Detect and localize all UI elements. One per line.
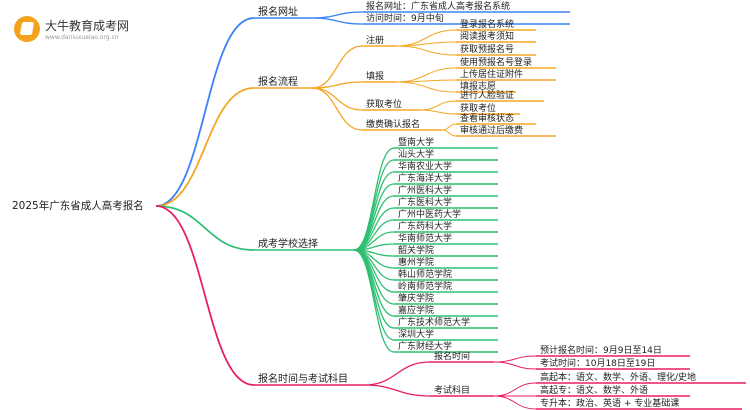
leaf-node: 获取考位 bbox=[460, 102, 496, 114]
sub-connector bbox=[311, 87, 363, 131]
sub-node: 填报 bbox=[366, 70, 384, 82]
branch-node: 报名流程 bbox=[258, 75, 298, 88]
branch-connector bbox=[155, 17, 255, 207]
leaf-node: 登录报名系统 bbox=[460, 18, 514, 30]
sub-node: 惠州学院 bbox=[398, 256, 434, 268]
leaf-node: 考试时间：10月18日至19日 bbox=[540, 357, 655, 369]
sub-connector bbox=[311, 45, 363, 89]
sub-node: 暨南大学 bbox=[398, 136, 434, 148]
leaf-node: 进行人脸验证 bbox=[460, 89, 514, 101]
leaf-node: 上传居住证附件 bbox=[460, 68, 523, 80]
sub-node: 考试科目 bbox=[434, 384, 470, 396]
sub-node: 深圳大学 bbox=[398, 328, 434, 340]
sub-connector bbox=[311, 17, 363, 25]
leaf-connector bbox=[395, 79, 457, 83]
leaf-connector bbox=[493, 361, 537, 370]
leaf-node: 获取预报名号 bbox=[460, 43, 514, 55]
branch-node: 成考学校选择 bbox=[258, 237, 318, 250]
leaf-connector bbox=[395, 81, 457, 93]
sub-node: 获取考位 bbox=[366, 98, 402, 110]
leaf-connector bbox=[441, 129, 457, 137]
root-node: 2025年广东省成人高考报名 bbox=[12, 199, 144, 212]
leaf-connector bbox=[493, 395, 537, 410]
sub-connector bbox=[353, 249, 395, 329]
leaf-node: 使用预报名号登录 bbox=[460, 56, 532, 68]
sub-node: 华南师范大学 bbox=[398, 232, 452, 244]
sub-node: 广东财经大学 bbox=[398, 340, 452, 352]
leaf-connector bbox=[493, 382, 537, 397]
sub-node: 注册 bbox=[366, 34, 384, 46]
sub-node: 缴费确认报名 bbox=[366, 118, 420, 130]
book-logo-icon bbox=[14, 16, 40, 42]
sub-connector bbox=[353, 249, 395, 341]
brand-url: www.daniuxueiao.org.cn bbox=[45, 34, 119, 41]
branch-connector bbox=[155, 205, 255, 386]
sub-node: 嘉应学院 bbox=[398, 304, 434, 316]
sub-connector bbox=[311, 81, 363, 89]
sub-connector bbox=[353, 249, 395, 317]
sub-node: 广州医科大学 bbox=[398, 184, 452, 196]
leaf-node: 专升本：政治、英语 + 专业基础课 bbox=[540, 397, 679, 409]
leaf-node: 高起专：语文、数学、外语 bbox=[540, 384, 648, 396]
sub-node: 广州中医药大学 bbox=[398, 208, 461, 220]
sub-node: 广东海洋大学 bbox=[398, 172, 452, 184]
leaf-node: 审核通过后缴费 bbox=[460, 124, 523, 136]
leaf-node: 预计报名时间：9月9日至14日 bbox=[540, 344, 662, 356]
leaf-connector bbox=[395, 45, 457, 56]
sub-connector bbox=[353, 159, 395, 251]
sub-connector bbox=[363, 384, 431, 397]
leaf-node: 高起本：语文、数学、外语、理化/史地 bbox=[540, 371, 696, 383]
leaf-node: 查看审核状态 bbox=[460, 112, 514, 124]
leaf-connector bbox=[419, 109, 457, 115]
sub-connector bbox=[353, 183, 395, 251]
sub-connector bbox=[311, 87, 363, 111]
sub-node: 报名时间 bbox=[434, 350, 470, 362]
brand-name: 大牛教育成考网 bbox=[45, 19, 130, 33]
sub-node: 广东医科大学 bbox=[398, 196, 452, 208]
branch-connector bbox=[155, 205, 255, 251]
sub-node: 肇庆学院 bbox=[398, 292, 434, 304]
sub-node: 访问时间：9月中旬 bbox=[366, 12, 444, 24]
branch-connector bbox=[155, 87, 255, 207]
sub-connector bbox=[311, 11, 363, 19]
leaf-connector bbox=[441, 123, 457, 131]
sub-connector bbox=[353, 171, 395, 251]
sub-connector bbox=[353, 249, 395, 353]
leaf-connector bbox=[493, 355, 537, 363]
sub-node: 广东药科大学 bbox=[398, 220, 452, 232]
sub-node: 岭南师范学院 bbox=[398, 280, 452, 292]
leaf-connector bbox=[395, 41, 457, 47]
branch-node: 报名网址 bbox=[258, 5, 298, 18]
sub-node: 汕头大学 bbox=[398, 148, 434, 160]
leaf-connector bbox=[419, 100, 457, 111]
sub-node: 广东技术师范大学 bbox=[398, 316, 470, 328]
sub-node: 韩山师范学院 bbox=[398, 268, 452, 280]
leaf-node: 阅读报考须知 bbox=[460, 30, 514, 42]
branch-node: 报名时间与考试科目 bbox=[258, 372, 348, 385]
sub-node: 韶关学院 bbox=[398, 244, 434, 256]
sub-node: 华南农业大学 bbox=[398, 160, 452, 172]
leaf-node: 填报志愿 bbox=[460, 80, 496, 92]
sub-node: 报名网址：广东省成人高考报名系统 bbox=[366, 0, 510, 12]
sub-connector bbox=[363, 361, 431, 386]
